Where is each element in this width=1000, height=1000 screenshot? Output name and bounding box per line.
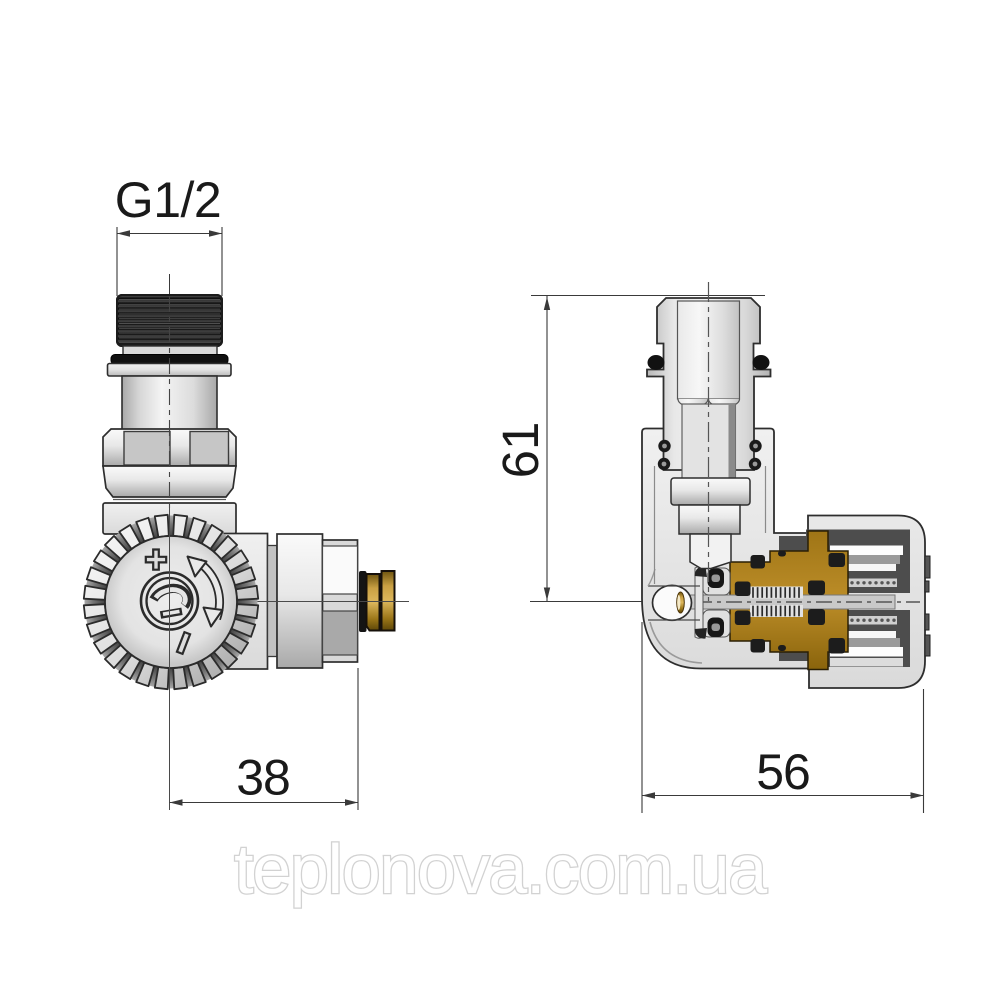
svg-text:teplonova.com.ua: teplonova.com.ua [234,830,767,908]
svg-text:56: 56 [756,744,810,800]
svg-text:G1/2: G1/2 [115,172,221,228]
svg-text:61: 61 [492,422,549,479]
svg-text:38: 38 [236,750,290,806]
